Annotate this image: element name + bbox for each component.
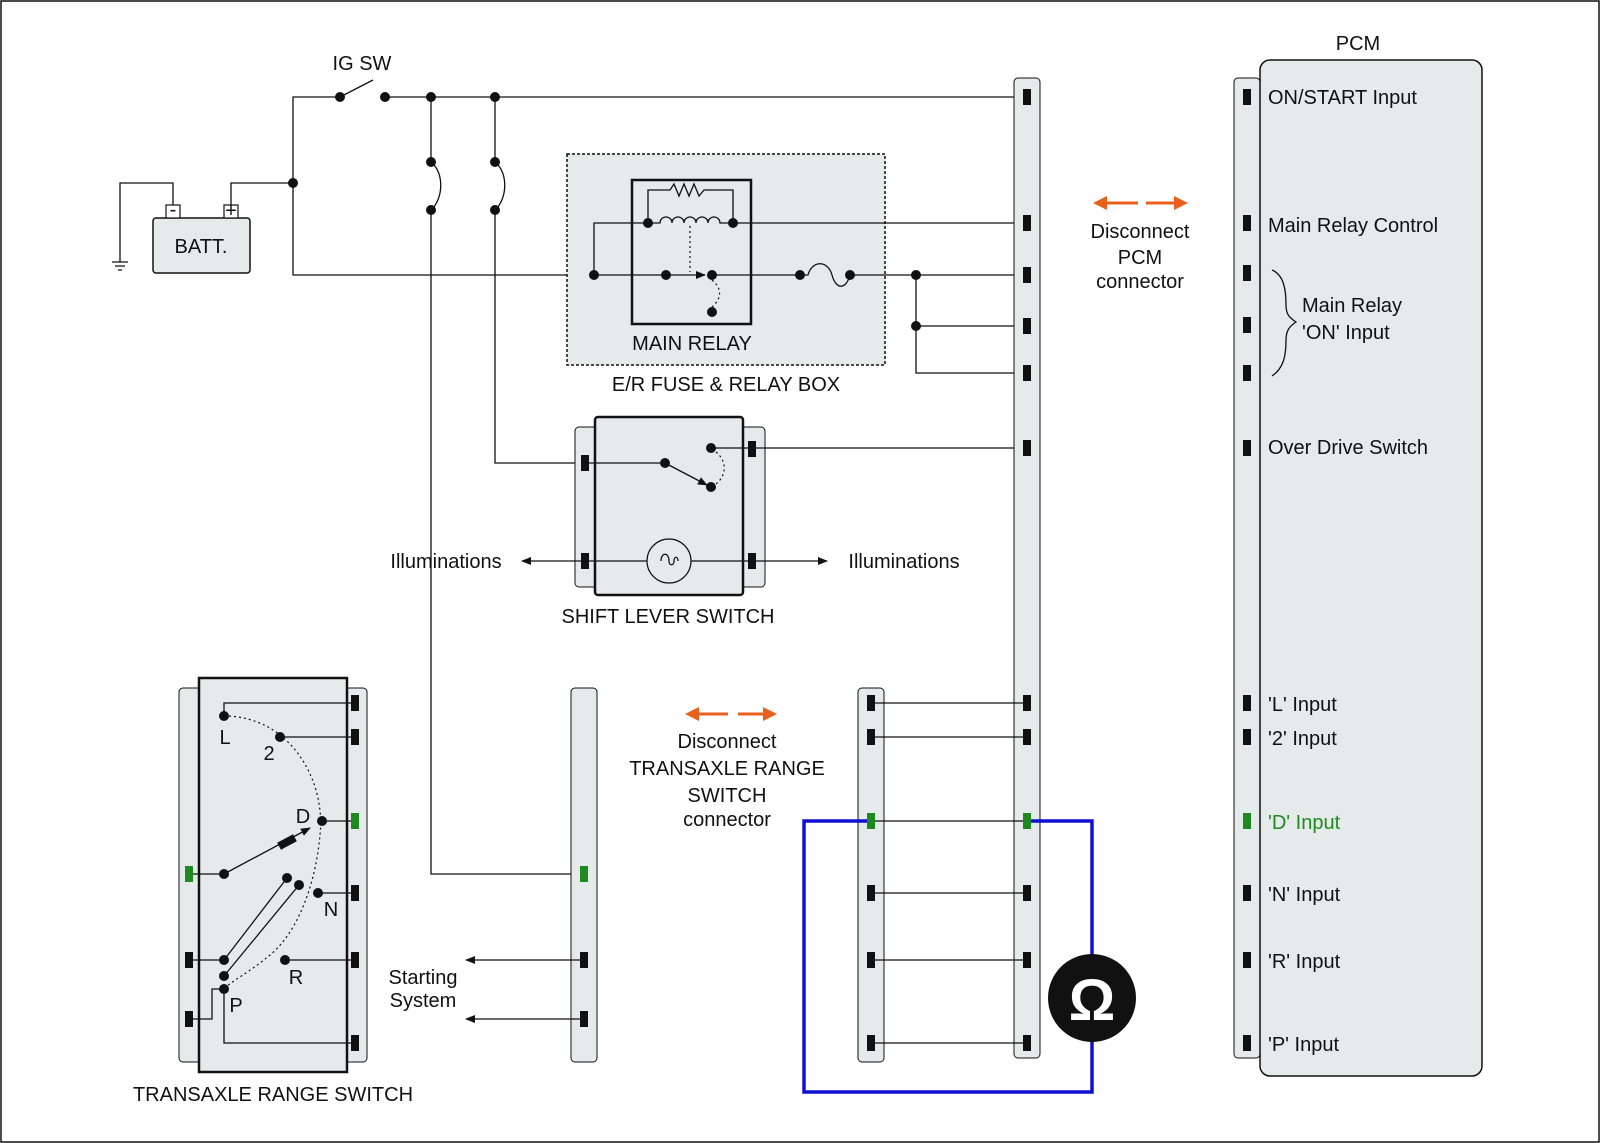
relay-contact-icon: [594, 270, 721, 317]
pcm-title: PCM: [1336, 33, 1380, 55]
range-label-p: P: [229, 995, 242, 1017]
pcm-disconnect-line2: PCM: [1118, 247, 1162, 269]
pcm-pin-d-input: 'D' Input: [1268, 812, 1341, 834]
battery-main-wire: [292, 183, 590, 276]
lamp-icon: [646, 538, 692, 584]
range-label-r: R: [289, 967, 303, 989]
starting-system-line2: System: [390, 990, 457, 1012]
er-box-label: E/R FUSE & RELAY BOX: [612, 374, 840, 396]
illuminations-left-label: Illuminations: [390, 551, 501, 573]
pcm-pin-l-input: 'L' Input: [1268, 694, 1337, 716]
pcm-harness-connector: [1013, 77, 1041, 1059]
main-relay-label: MAIN RELAY: [632, 333, 752, 355]
range-label-l: L: [219, 727, 230, 749]
ig-feed-wire: [292, 96, 340, 183]
pcm-disconnect-line1: Disconnect: [1091, 221, 1190, 243]
battery-positive-wire: [230, 182, 293, 205]
pcm-pin-2-input: '2' Input: [1268, 728, 1337, 750]
transaxle-switch-pins: [185, 695, 359, 1051]
range-label-n: N: [324, 899, 338, 921]
pcm-pin-on-start: ON/START Input: [1268, 87, 1417, 109]
illuminations-right-label: Illuminations: [848, 551, 959, 573]
transaxle-feed-wire: [430, 210, 586, 875]
pcm-pin-p-input: 'P' Input: [1268, 1034, 1339, 1056]
coil-supply-wire: [593, 222, 648, 275]
pcm-pin-main-relay-control: Main Relay Control: [1268, 215, 1438, 237]
trs-disconnect-line1: Disconnect: [678, 731, 777, 753]
meter-lead-left: [802, 819, 1094, 1094]
trs-disconnect-line3: SWITCH: [688, 785, 767, 807]
battery-label: BATT.: [175, 236, 228, 258]
range-selector-icon: [193, 702, 351, 1044]
ohm-symbol: Ω: [1069, 968, 1116, 1033]
over-drive-switch-icon: [589, 443, 725, 492]
transaxle-range-switch-label: TRANSAXLE RANGE SWITCH: [133, 1084, 413, 1106]
ground-icon: [112, 182, 174, 271]
shift-lever-switch: [593, 415, 745, 597]
pcm-disconnect-line3: connector: [1096, 271, 1184, 293]
fuse-icon: [426, 97, 442, 215]
pcm-disconnect-arrows: [1093, 196, 1188, 210]
main-relay-on-brace: [1271, 269, 1298, 377]
pcm-pin-r-input: 'R' Input: [1268, 951, 1341, 973]
transaxle-harness-connector: [857, 687, 885, 1063]
trs-disconnect-arrows: [685, 707, 777, 721]
trs-disconnect-line2: TRANSAXLE RANGE: [629, 758, 825, 780]
battery-plus-label: +: [225, 200, 237, 222]
trs-disconnect-line4: connector: [683, 809, 771, 831]
pcm-module: [1259, 59, 1483, 1077]
feed-connector-pins: [580, 866, 588, 1027]
main-relay: [630, 178, 753, 326]
battery-minus-label: -: [170, 199, 177, 221]
ohmmeter-icon: [1048, 954, 1136, 1042]
range-label-2: 2: [263, 743, 274, 765]
ig-switch-label: IG SW: [333, 53, 392, 75]
pcm-pins: [1243, 89, 1251, 1051]
pcm-pin-n-input: 'N' Input: [1268, 884, 1341, 906]
shift-lever-feed-wire: [494, 210, 586, 464]
range-input-wires: [875, 702, 1023, 1044]
ig-switch-icon: [339, 79, 374, 98]
battery: - + BATT.: [152, 199, 251, 274]
pcm-pin-main-relay-on-line2: 'ON' Input: [1302, 322, 1390, 344]
starting-system-line1: Starting: [389, 967, 458, 989]
meter-lead-right: [1027, 819, 1094, 955]
range-label-d: D: [296, 806, 310, 828]
pcm-pin-over-drive: Over Drive Switch: [1268, 437, 1428, 459]
main-relay-on-branch-wire: [915, 275, 1030, 374]
fuse-icon: [490, 97, 506, 215]
shift-lever-label: SHIFT LEVER SWITCH: [562, 606, 775, 628]
pcm-pin-main-relay-on-line1: Main Relay: [1302, 295, 1402, 317]
